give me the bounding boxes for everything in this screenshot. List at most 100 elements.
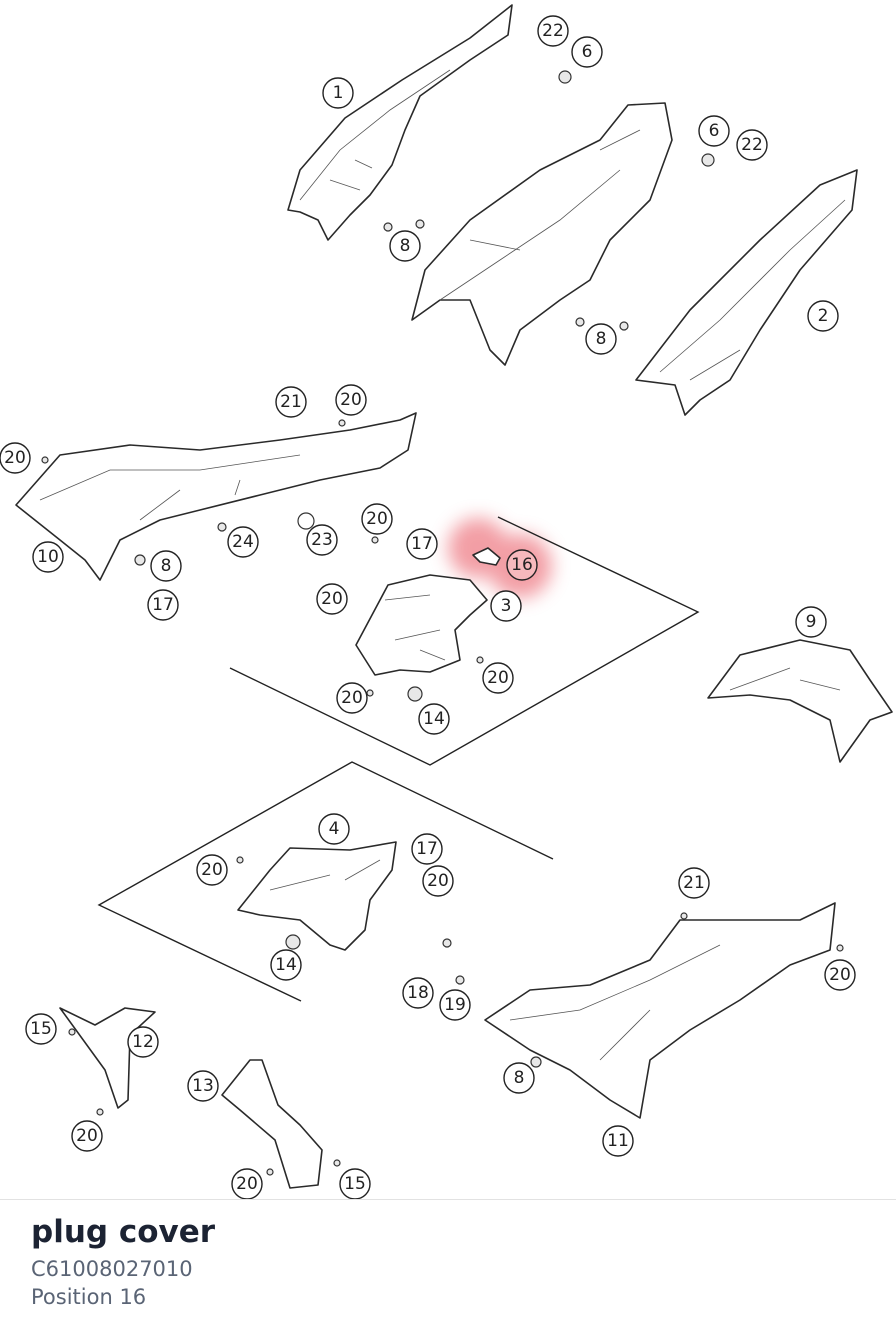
part-1-rear-cover[interactable] (287, 4, 513, 241)
callout-label: 20 (366, 509, 388, 529)
part-11-tank-panel[interactable] (484, 902, 836, 1119)
callout-label: 23 (311, 530, 333, 550)
callout-12[interactable]: 12 (127, 1026, 159, 1058)
part-number: C61008027010 (31, 1257, 193, 1281)
callout-23[interactable]: 23 (306, 524, 338, 556)
callout-8[interactable]: 8 (503, 1062, 535, 1094)
callout-14[interactable]: 14 (270, 949, 302, 981)
callout-20[interactable]: 20 (336, 682, 368, 714)
callout-17[interactable]: 17 (147, 589, 179, 621)
callout-label: 8 (596, 329, 607, 349)
callout-label: 20 (829, 965, 851, 985)
callout-label: 20 (321, 589, 343, 609)
callout-22[interactable]: 22 (537, 15, 569, 47)
callout-20[interactable]: 20 (0, 442, 31, 474)
callout-6[interactable]: 6 (698, 115, 730, 147)
callout-22[interactable]: 22 (736, 129, 768, 161)
callout-label: 20 (341, 688, 363, 708)
callout-8[interactable]: 8 (389, 230, 421, 262)
callout-20[interactable]: 20 (71, 1120, 103, 1152)
callout-label: 3 (501, 596, 512, 616)
callout-21[interactable]: 21 (678, 867, 710, 899)
callout-label: 4 (329, 819, 340, 839)
callout-label: 2 (818, 306, 829, 326)
callout-15[interactable]: 15 (339, 1168, 371, 1200)
callout-label: 20 (4, 448, 26, 468)
callout-label: 21 (683, 873, 705, 893)
part-4-bracket[interactable] (237, 841, 397, 951)
callout-19[interactable]: 19 (439, 989, 471, 1021)
callout-label: 18 (407, 983, 429, 1003)
part-9-headlight-mask[interactable] (707, 639, 893, 763)
callout-label: 20 (76, 1126, 98, 1146)
part-name: plug cover (31, 1214, 216, 1250)
callout-14[interactable]: 14 (418, 703, 450, 735)
callout-label: 24 (232, 532, 254, 552)
kit-frame-lower (97, 761, 554, 1002)
callout-label: 1 (333, 83, 344, 103)
callout-label: 10 (37, 547, 59, 567)
part-2-side-panel[interactable] (635, 169, 858, 416)
callout-label: 16 (511, 555, 533, 575)
callout-20[interactable]: 20 (422, 865, 454, 897)
callout-label: 9 (806, 612, 817, 632)
callout-label: 22 (741, 135, 763, 155)
callout-13[interactable]: 13 (187, 1070, 219, 1102)
callout-16-highlighted[interactable]: 16 (506, 549, 538, 581)
part-rear-mudguard[interactable] (411, 102, 673, 366)
hardware-fasteners (41, 70, 844, 1176)
callout-label: 6 (582, 42, 593, 62)
part-10-tank-panel[interactable] (15, 412, 417, 581)
callout-label: 11 (607, 1131, 629, 1151)
part-3-bracket[interactable] (355, 574, 488, 676)
callout-label: 14 (423, 709, 445, 729)
callout-20[interactable]: 20 (482, 662, 514, 694)
callout-20[interactable]: 20 (196, 854, 228, 886)
callout-10[interactable]: 10 (32, 541, 64, 573)
callout-17[interactable]: 17 (411, 833, 443, 865)
callout-label: 17 (411, 534, 433, 554)
callout-label: 22 (542, 21, 564, 41)
callout-8[interactable]: 8 (585, 323, 617, 355)
callout-label: 15 (30, 1019, 52, 1039)
callout-label: 12 (132, 1032, 154, 1052)
callout-label: 19 (444, 995, 466, 1015)
callout-6[interactable]: 6 (571, 36, 603, 68)
callout-1[interactable]: 1 (322, 77, 354, 109)
callout-label: 15 (344, 1174, 366, 1194)
callout-label: 13 (192, 1076, 214, 1096)
callout-label: 20 (201, 860, 223, 880)
callout-label: 6 (709, 121, 720, 141)
callout-20[interactable]: 20 (316, 583, 348, 615)
callout-21[interactable]: 21 (275, 386, 307, 418)
part-13-side-guard[interactable] (221, 1059, 323, 1189)
callout-17[interactable]: 17 (406, 528, 438, 560)
callout-label: 20 (236, 1174, 258, 1194)
callout-4[interactable]: 4 (318, 813, 350, 845)
part-16-plug-cover[interactable] (472, 547, 501, 566)
part-position: Position 16 (31, 1285, 147, 1309)
exploded-parts-diagram: 1 22 6 6 22 8 8 2 21 20 20 10 8 17 24 23… (0, 4, 893, 1200)
callout-label: 17 (416, 839, 438, 859)
callout-9[interactable]: 9 (795, 606, 827, 638)
callout-label: 8 (161, 556, 172, 576)
callout-11[interactable]: 11 (602, 1125, 634, 1157)
callout-15[interactable]: 15 (25, 1013, 57, 1045)
callout-20[interactable]: 20 (824, 959, 856, 991)
callout-label: 20 (427, 871, 449, 891)
callout-label: 8 (400, 236, 411, 256)
callout-24[interactable]: 24 (227, 526, 259, 558)
callout-18[interactable]: 18 (402, 977, 434, 1009)
callout-label: 20 (487, 668, 509, 688)
callout-20[interactable]: 20 (361, 503, 393, 535)
callout-label: 20 (340, 390, 362, 410)
callout-2[interactable]: 2 (807, 300, 839, 332)
callout-20[interactable]: 20 (335, 384, 367, 416)
callout-3[interactable]: 3 (490, 590, 522, 622)
callout-8[interactable]: 8 (150, 550, 182, 582)
callout-20[interactable]: 20 (231, 1168, 263, 1200)
callout-label: 8 (514, 1068, 525, 1088)
part-12-bracket[interactable] (59, 1007, 156, 1109)
part-info-panel: plug cover C61008027010 Position 16 (0, 1199, 896, 1336)
kit-frame-upper (229, 516, 700, 766)
